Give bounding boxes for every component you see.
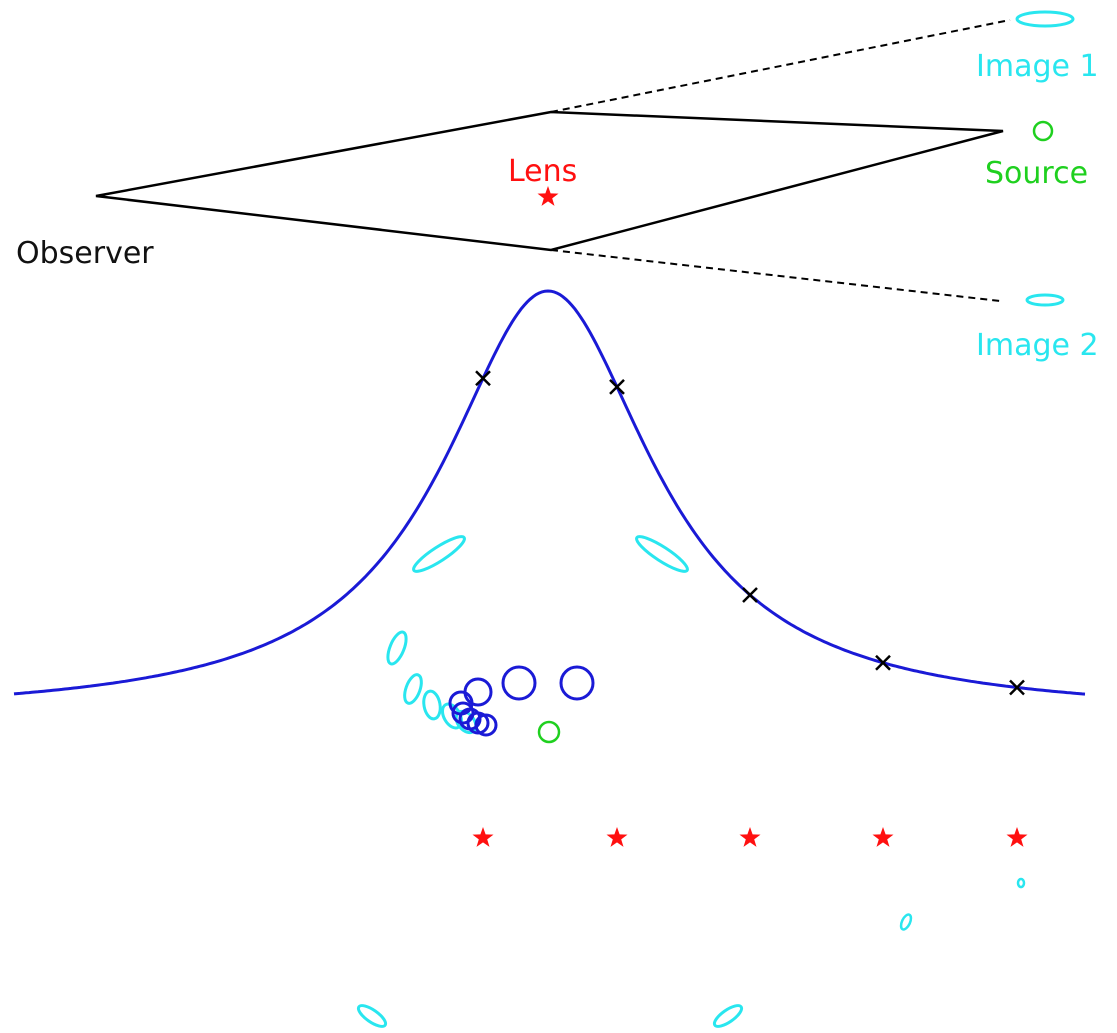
lens-position-star-icon [472, 827, 494, 847]
sightline-image-2 [550, 249, 1001, 302]
source-position-circle [463, 677, 493, 707]
sightline-image-1 [550, 19, 1011, 113]
bottom-image-ellipse [356, 1004, 388, 1028]
bottom-image-ellipse [712, 1004, 744, 1028]
source-position-circle [474, 713, 498, 737]
curve-markers [474, 370, 1026, 696]
bottom-image-ellipse [1016, 877, 1026, 889]
lens-position-star-icon [1006, 827, 1028, 847]
source-position-circle [559, 665, 595, 701]
source-position-circle [501, 665, 537, 701]
light-path-quadrilateral [95, 110, 1004, 252]
magnification-curve [13, 289, 1086, 696]
image-ellipse [422, 689, 442, 721]
curve-x-marker-icon [474, 370, 492, 387]
image-1-label: Image 1 [976, 49, 1099, 84]
source-label: Source [985, 156, 1088, 191]
image-ellipse [403, 673, 423, 705]
source-marker-icon [1032, 120, 1054, 142]
image-ellipse [386, 630, 408, 666]
source-circle-icon [537, 720, 561, 744]
curve-x-marker-icon [741, 586, 759, 604]
arc-image-left [412, 535, 466, 573]
arc-image-right [635, 535, 689, 573]
lensed-image-ellipses [386, 535, 689, 735]
lens-position-star-icon [872, 827, 894, 847]
image-1-ellipse [1015, 10, 1075, 28]
observer-label: Observer [16, 236, 154, 271]
bottom-panel [356, 827, 1028, 1028]
curve-x-marker-icon [608, 378, 626, 396]
bottom-image-ellipse [899, 913, 913, 931]
lens-position-star-icon [606, 827, 628, 847]
lensing-geometry: Image 1 Image 2 Source Lens Observer [16, 10, 1099, 363]
source-positions [448, 665, 595, 737]
lens-label: Lens [508, 154, 577, 189]
lens-position-star-icon [739, 827, 761, 847]
image-2-ellipse [1025, 293, 1065, 307]
image-2-label: Image 2 [976, 328, 1099, 363]
light-curve-panel [13, 289, 1086, 744]
